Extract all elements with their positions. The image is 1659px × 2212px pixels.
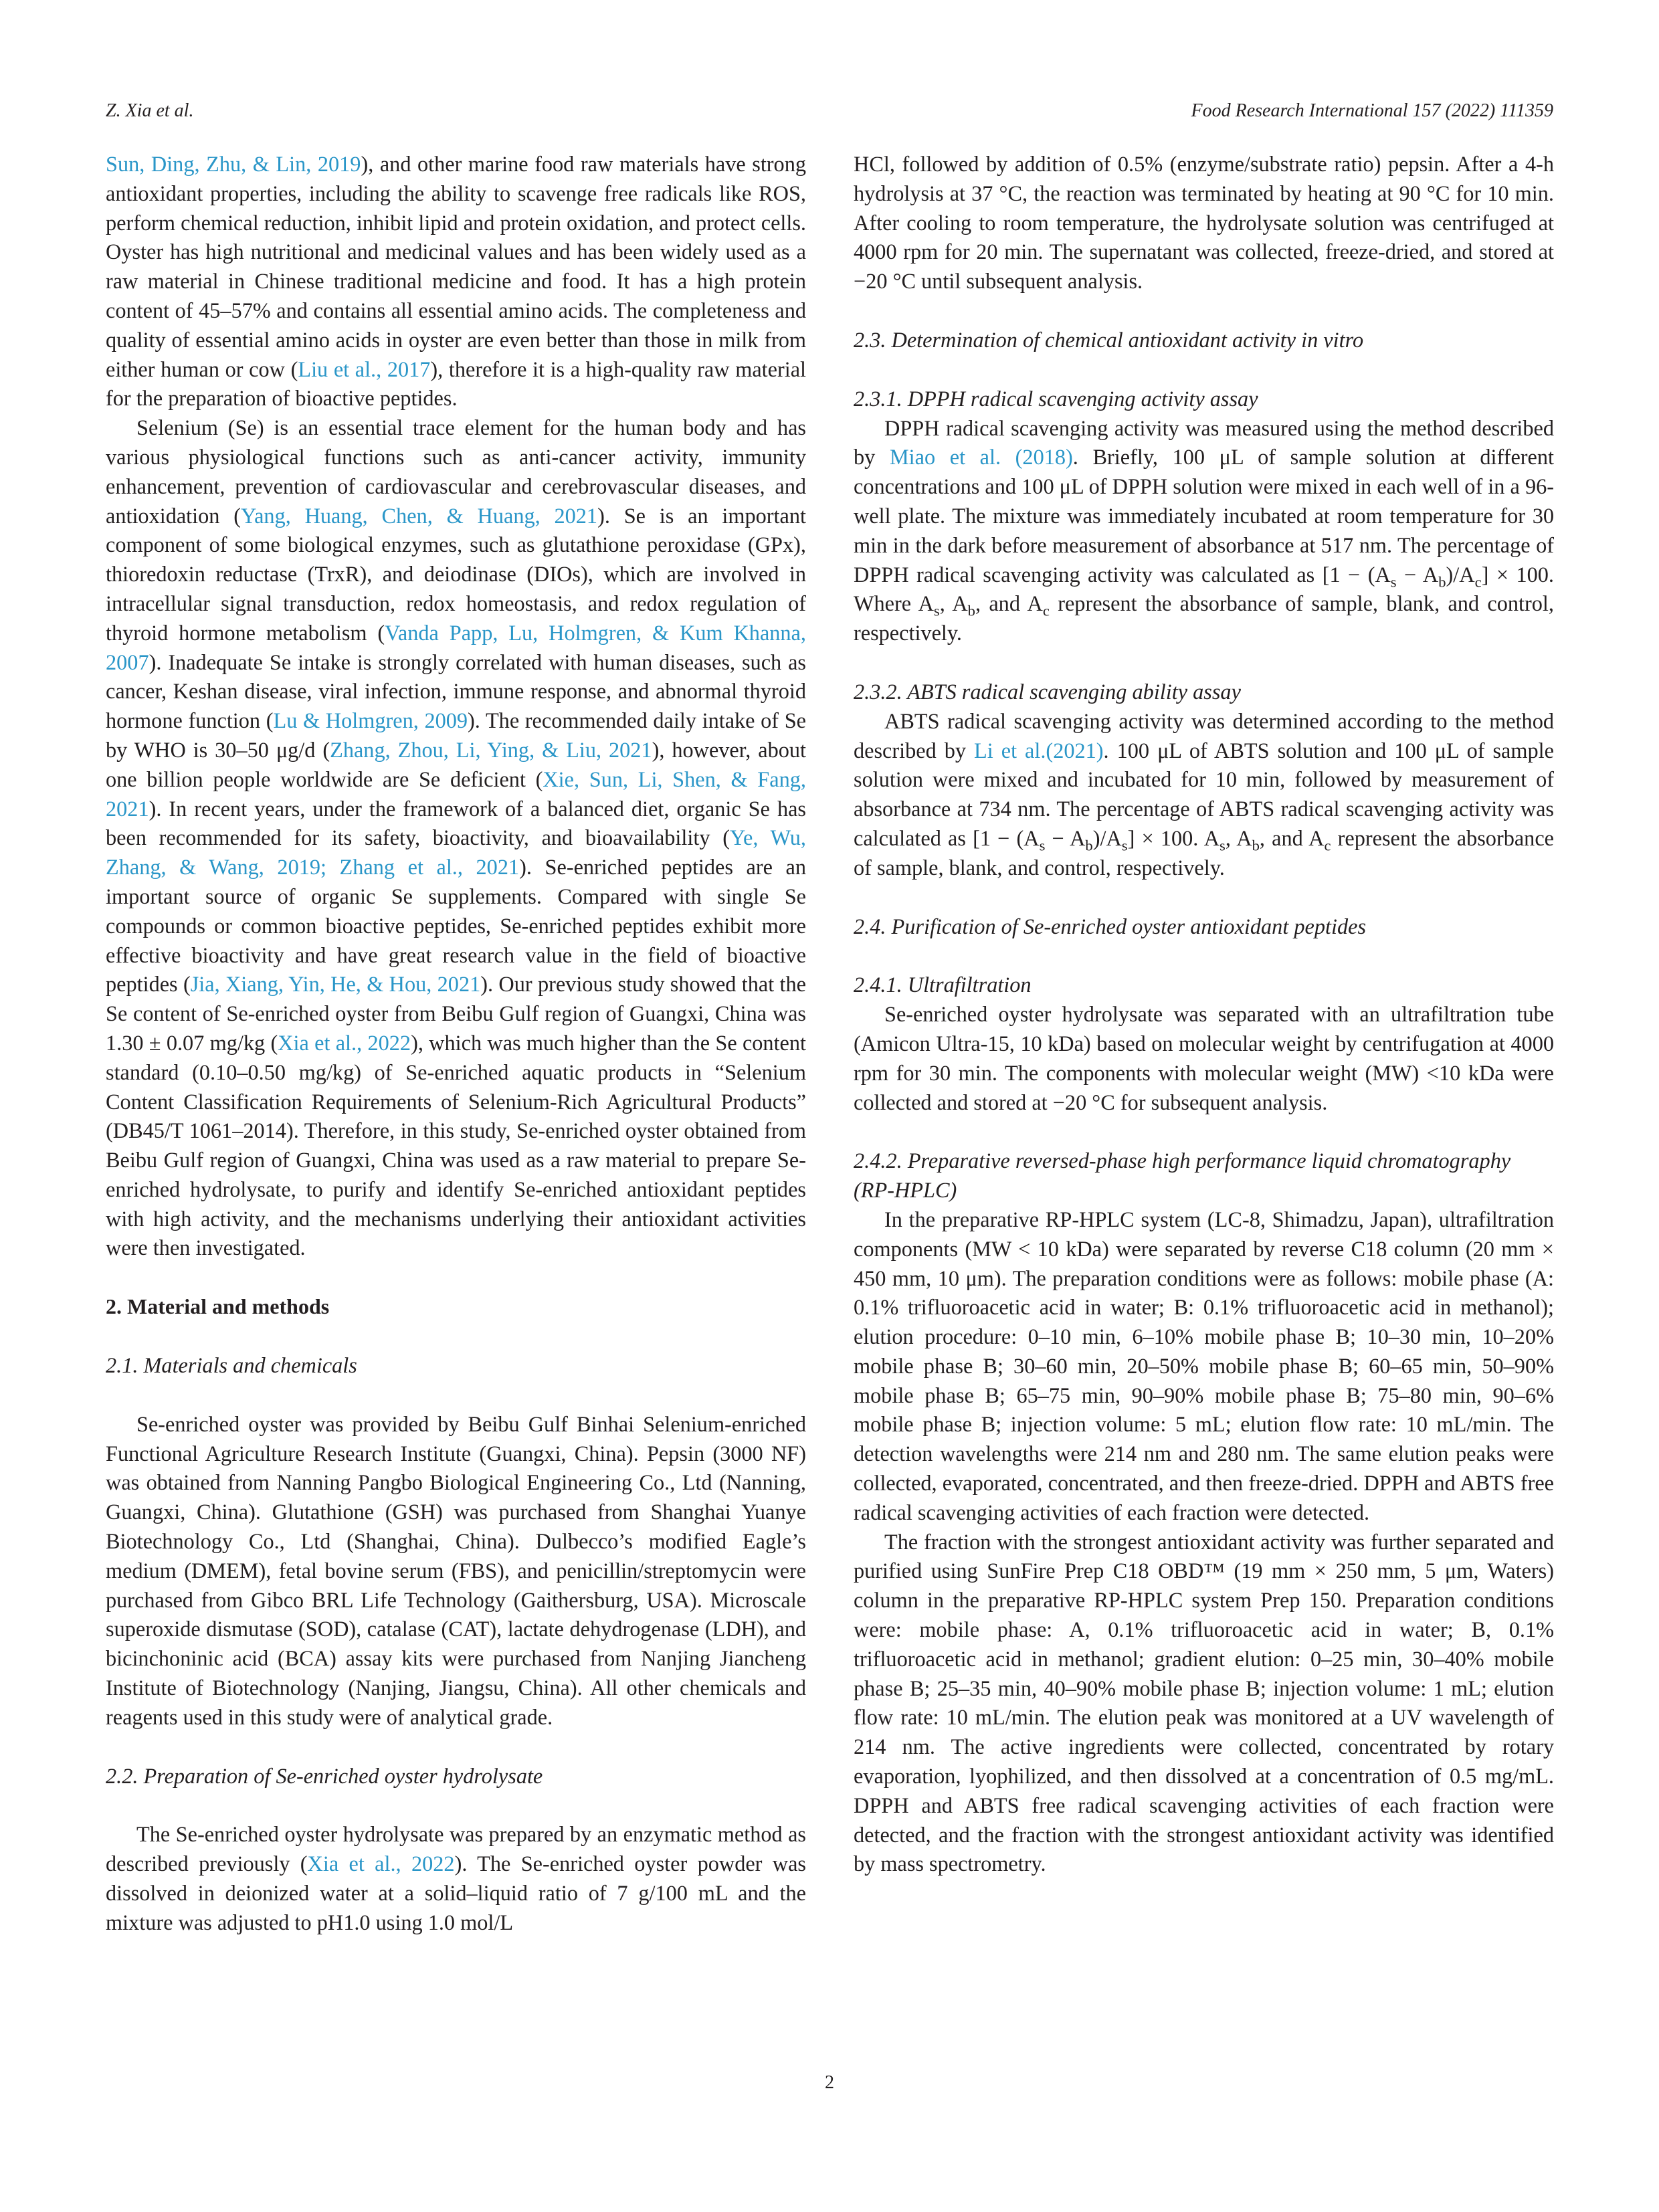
dpph-paragraph: DPPH radical scavenging activity was mea… [854,415,1555,645]
subsubsection-heading: 2.3.2. ABTS radical scavenging ability a… [854,679,1241,704]
citation-link[interactable]: Vanda Papp, Lu, Holmgren, & Kum Khanna, … [106,620,806,674]
abts-paragraph: ABTS radical scavenging activity was det… [854,708,1554,880]
page-number: 2 [825,2072,834,2093]
body-text: ABTS radical scavenging activity was det… [854,708,1554,763]
hydrolysate-paragraph-continued: HCl, followed by addition of 0.5% (enzym… [854,152,1554,294]
body-text: ). Se is an important component of some … [106,503,806,645]
body-text: ). In recent years, under the framework … [106,796,806,850]
citation-link[interactable]: Li et al.(2021) [974,738,1104,763]
intro-paragraph-2: Selenium (Se) is an essential trace elem… [106,413,806,1263]
body-text: ), however, about one billion people wor… [106,737,806,791]
body-text: . 100 μL of ABTS solution and 100 μL of … [854,738,1554,850]
body-text: represent the absorbance of sample, blan… [854,591,1554,645]
subsubsection-heading: 2.4.1. Ultrafiltration [854,973,1032,997]
body-text: . Briefly, 100 μL of sample solution at … [854,445,1554,587]
subsection-heading: 2.4. Purification of Se-enriched oyster … [854,914,1367,938]
subscript: s [1121,837,1128,854]
subsection-heading: 2.3. Determination of chemical antioxida… [854,327,1364,352]
right-column: HCl, followed by addition of 0.5% (enzym… [854,150,1554,1879]
running-head-journal: Food Research International 157 (2022) 1… [1191,100,1553,121]
subscript: b [1438,573,1446,591]
subscript: s [933,602,940,619]
citation-link[interactable]: Zhang, Zhou, Li, Ying, & Liu, 2021 [330,737,652,762]
body-text: ). The recommended daily intake of Se by… [106,708,806,762]
subscript: s [1219,837,1226,854]
citation-link[interactable]: Jia, Xiang, Yin, He, & Hou, 2021 [190,972,481,997]
body-text: ), and other marine food raw materials h… [106,152,806,381]
running-head-authors: Z. Xia et al. [106,100,194,121]
hydrolysate-paragraph: The Se-enriched oyster hydrolysate was p… [106,1820,806,1937]
subscript: c [1474,573,1482,591]
citation-link[interactable]: Xia et al., 2022 [278,1030,411,1055]
subsection-heading: 2.2. Preparation of Se-enriched oyster h… [106,1763,543,1788]
left-column: Sun, Ding, Zhu, & Lin, 2019), and other … [106,150,806,1938]
subscript: c [1042,602,1050,619]
subsubsection-heading: 2.4.2. Preparative reversed-phase high p… [854,1148,1511,1203]
body-text: DPPH radical scavenging activity was mea… [854,415,1554,470]
subscript: s [1390,573,1397,591]
body-text: ). The Se-enriched oyster powder was dis… [106,1851,807,1934]
subscript: c [1324,837,1331,854]
subsubsection-heading: 2.3.1. DPPH radical scavenging activity … [854,386,1258,411]
section-heading: 2. Material and methods [106,1294,330,1319]
subscript: b [1085,837,1093,854]
body-text: Selenium (Se) is an essential trace elem… [106,415,806,528]
subscript: s [1039,837,1046,854]
ultrafiltration-paragraph: Se-enriched oyster hydrolysate was separ… [854,1002,1554,1114]
citation-link[interactable]: Yang, Huang, Chen, & Huang, 2021 [240,503,598,528]
intro-paragraph-1: Sun, Ding, Zhu, & Lin, 2019), and other … [106,150,806,413]
body-text: represent the absorbance of sample, blan… [854,825,1554,880]
body-text: ). Our previous study showed that the Se… [106,972,806,1055]
citation-link[interactable]: Lu & Holmgren, 2009 [273,708,468,733]
body-text: ), therefore it is a high-quality raw ma… [106,357,807,411]
rp-hplc-paragraph-2: The fraction with the strongest antioxid… [854,1529,1554,1876]
subsection-heading: 2.1. Materials and chemicals [106,1353,357,1378]
citation-link[interactable]: Sun, Ding, Zhu, & Lin, 2019 [106,152,361,176]
citation-link[interactable]: Xia et al., 2022 [307,1851,455,1876]
citation-link[interactable]: Ye, Wu, Zhang, & Wang, 2019; Zhang et al… [106,825,806,880]
body-text: ), which was much higher than the Se con… [106,1030,807,1260]
materials-paragraph: Se-enriched oyster was provided by Beibu… [106,1411,806,1729]
citation-link[interactable]: Liu et al., 2017 [298,357,431,381]
subscript: b [1252,837,1260,854]
rp-hplc-paragraph-1: In the preparative RP-HPLC system (LC-8,… [854,1207,1554,1524]
body-text: ). Se-enriched peptides are an important… [106,855,806,997]
body-text: ). Inadequate Se intake is strongly corr… [106,649,806,733]
body-text: The Se-enriched oyster hydrolysate was p… [106,1822,806,1876]
citation-link[interactable]: Xie, Sun, Li, Shen, & Fang, 2021 [106,767,806,821]
subscript: b [967,602,975,619]
citation-link[interactable]: Miao et al. (2018) [889,445,1073,470]
